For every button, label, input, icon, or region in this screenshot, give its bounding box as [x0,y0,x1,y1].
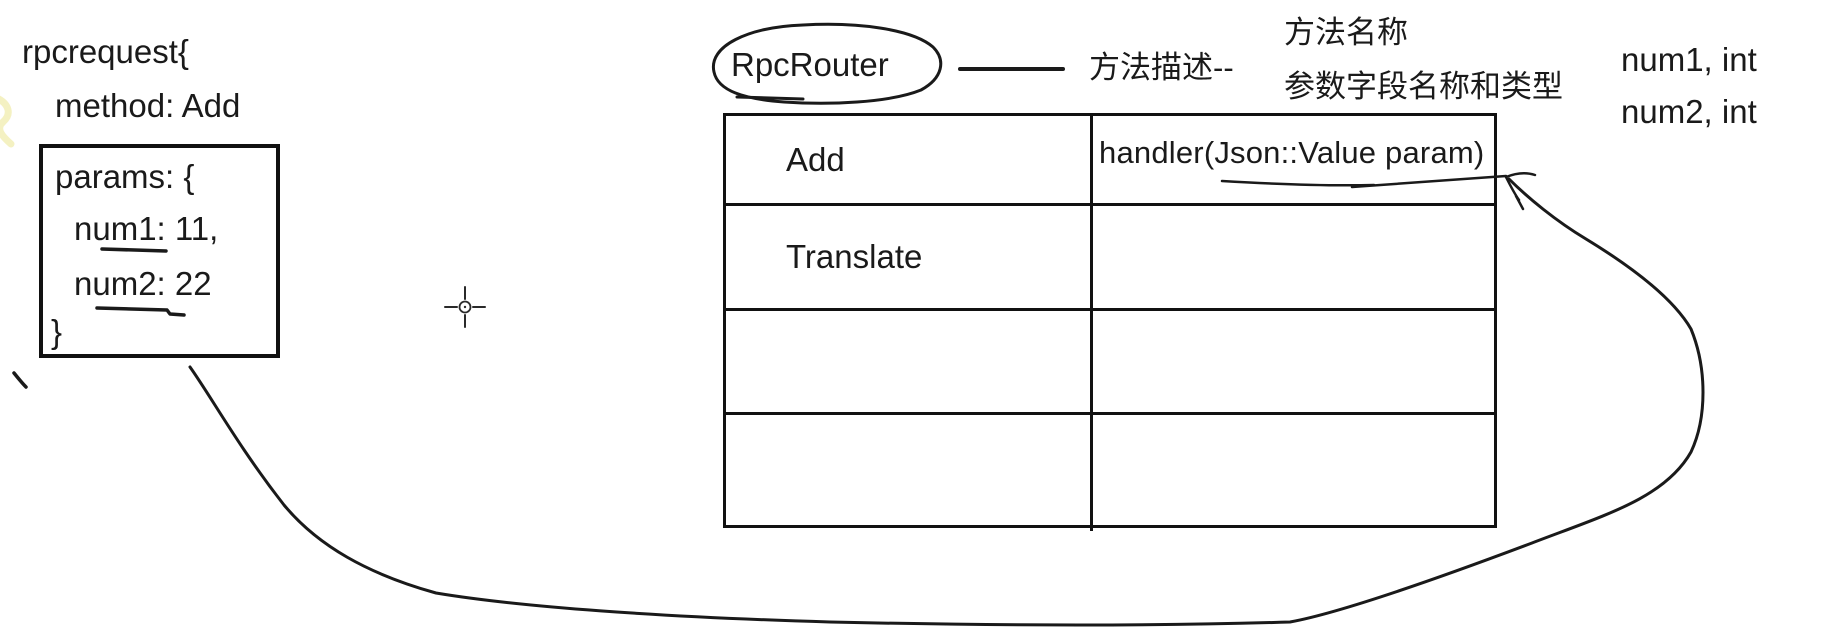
method-name-label: 方法名称 [1284,15,1408,50]
table-cell-method [726,415,1093,531]
table-cell-handler: handler(Json::Value param) [1093,116,1494,206]
params-num2-line: num2: 22 [74,265,212,302]
rpc-router-table: Add handler(Json::Value param) Translate [723,113,1497,531]
highlighter-smudge [0,95,15,148]
params-box: params: { num1: 11, num2: 22 } [39,144,280,358]
param-type-num1: num1, int [1621,41,1757,78]
table-cell-method: Translate [726,206,1093,311]
rpcrequest-title: rpcrequest{ [22,33,189,70]
rpc-underline [735,95,805,101]
table-cell-handler [1093,415,1494,531]
table-cell-handler [1093,206,1494,311]
param-type-num2: num2, int [1621,93,1757,130]
params-close-line: } [51,313,63,350]
crosshair-cursor [444,286,486,328]
method-line: method: Add [55,87,241,124]
table-cell-handler [1093,311,1494,415]
table-cell-method [726,311,1093,415]
param-fields-label: 参数字段名称和类型 [1284,69,1563,104]
arrowhead [1504,172,1537,179]
backtick-mark [12,371,28,389]
table-cell-method: Add [726,116,1093,206]
router-label: RpcRouter [731,46,889,83]
params-num1-line: num1: 11, [74,210,219,247]
params-open-line: params: { [55,158,195,195]
method-desc-label: 方法描述-- [1089,50,1234,85]
